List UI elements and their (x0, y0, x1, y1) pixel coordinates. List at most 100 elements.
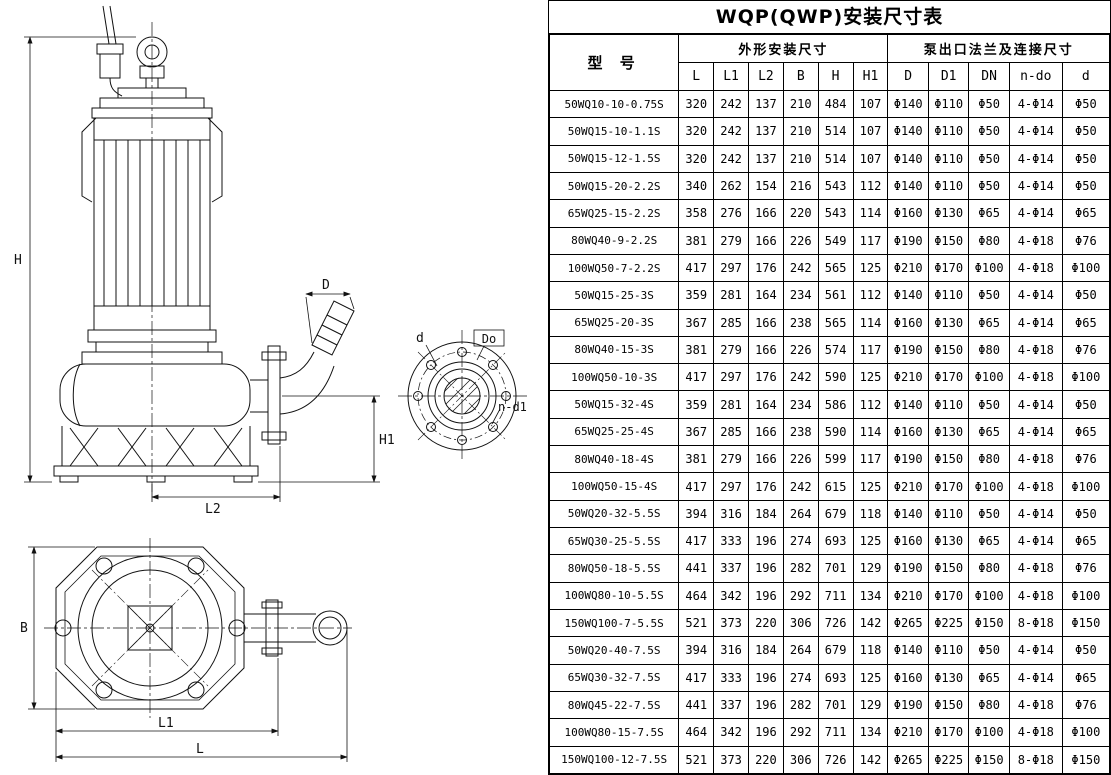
value-cell: Φ50 (1061, 117, 1111, 146)
plan-view-drawing (44, 538, 352, 718)
value-cell: Φ110 (927, 636, 970, 665)
value-cell: Φ150 (968, 745, 1010, 774)
value-cell: 514 (817, 117, 854, 146)
value-cell: 4-Φ14 (1008, 499, 1063, 529)
value-cell: Φ50 (1061, 281, 1111, 310)
value-cell: 242 (782, 363, 819, 392)
value-cell: 565 (817, 308, 854, 337)
model-cell: 65WQ25-15-2.2S (548, 199, 680, 228)
value-cell: 8-Φ18 (1008, 608, 1063, 638)
value-cell: 4-Φ14 (1008, 417, 1063, 447)
value-cell: 599 (817, 445, 854, 474)
col-header-L2: L2 (747, 62, 784, 91)
value-cell: 394 (678, 636, 715, 665)
value-cell: 281 (713, 390, 749, 419)
value-cell: 342 (713, 718, 749, 747)
model-cell: 65WQ30-32-7.5S (548, 663, 680, 692)
value-cell: Φ65 (968, 417, 1010, 447)
value-cell: 417 (678, 363, 715, 392)
value-cell: 226 (782, 335, 819, 365)
value-cell: Φ50 (1061, 636, 1111, 665)
value-cell: Φ50 (968, 171, 1010, 201)
value-cell: Φ50 (968, 499, 1010, 529)
value-cell: 242 (713, 117, 749, 146)
value-cell: 166 (747, 308, 784, 337)
value-cell: Φ100 (968, 253, 1010, 283)
value-cell: 4-Φ18 (1008, 335, 1063, 365)
value-cell: 220 (782, 199, 819, 228)
value-cell: Φ50 (968, 89, 1010, 119)
value-cell: Φ170 (927, 472, 970, 501)
value-cell: Φ130 (927, 663, 970, 692)
value-cell: Φ130 (927, 526, 970, 556)
model-cell: 150WQ100-12-7.5S (548, 745, 680, 774)
header-group-row: 型 号 外形安装尺寸 泵出口法兰及连接尺寸 (548, 34, 1110, 91)
value-cell: 4-Φ18 (1008, 226, 1063, 255)
value-cell: Φ160 (887, 663, 929, 692)
value-cell: Φ65 (968, 308, 1010, 337)
value-cell: 4-Φ18 (1008, 445, 1063, 474)
value-cell: 306 (782, 745, 819, 774)
value-cell: Φ130 (927, 308, 970, 337)
value-cell: 381 (678, 335, 715, 365)
dim-l2-label: L2 (205, 502, 221, 517)
value-cell: Φ76 (1061, 554, 1111, 583)
value-cell: 166 (747, 417, 784, 447)
value-cell: Φ140 (887, 636, 929, 665)
value-cell: 679 (817, 499, 854, 529)
value-cell: 166 (747, 199, 784, 228)
value-cell: Φ190 (887, 335, 929, 365)
model-cell: 50WQ10-10-0.75S (548, 89, 680, 119)
value-cell: 117 (852, 445, 889, 474)
model-cell: 100WQ50-10-3S (548, 363, 680, 392)
value-cell: 316 (713, 636, 749, 665)
value-cell: 464 (678, 718, 715, 747)
value-cell: Φ50 (968, 281, 1010, 310)
value-cell: 615 (817, 472, 854, 501)
value-cell: 184 (747, 499, 784, 529)
value-cell: Φ76 (1061, 335, 1111, 365)
value-cell: 565 (817, 253, 854, 283)
table-area: WQP(QWP)安装尺寸表 型 号 外形安装尺寸 泵出口法兰及连接尺寸 L L1 (548, 0, 1111, 775)
value-cell: Φ150 (927, 335, 970, 365)
value-cell: Φ110 (927, 281, 970, 310)
value-cell: Φ80 (968, 226, 1010, 255)
model-cell: 50WQ15-32-4S (548, 390, 680, 419)
value-cell: Φ210 (887, 253, 929, 283)
value-cell: 282 (782, 554, 819, 583)
model-cell: 65WQ25-25-4S (548, 417, 680, 447)
value-cell: Φ170 (927, 718, 970, 747)
value-cell: Φ140 (887, 281, 929, 310)
flange-dims-group-header: 泵出口法兰及连接尺寸 (887, 34, 1110, 63)
value-cell: Φ100 (1061, 718, 1111, 747)
value-cell: Φ65 (968, 526, 1010, 556)
value-cell: Φ50 (968, 390, 1010, 419)
dimension-table: 型 号 外形安装尺寸 泵出口法兰及连接尺寸 L L1 L2 B H H1 D D… (548, 34, 1111, 774)
col-header-H: H (817, 62, 854, 91)
value-cell: Φ210 (887, 581, 929, 610)
value-cell: 112 (852, 390, 889, 419)
value-cell: 4-Φ14 (1008, 636, 1063, 665)
value-cell: 297 (713, 253, 749, 283)
value-cell: 242 (713, 89, 749, 119)
value-cell: 285 (713, 417, 749, 447)
value-cell: 4-Φ18 (1008, 690, 1063, 720)
value-cell: 226 (782, 226, 819, 255)
model-cell: 50WQ20-40-7.5S (548, 636, 680, 665)
value-cell: 4-Φ18 (1008, 363, 1063, 392)
flange-detail-drawing (398, 329, 527, 462)
value-cell: Φ65 (1061, 417, 1111, 447)
value-cell: Φ76 (1061, 690, 1111, 720)
value-cell: 154 (747, 171, 784, 201)
value-cell: Φ100 (1061, 581, 1111, 610)
value-cell: 373 (713, 608, 749, 638)
